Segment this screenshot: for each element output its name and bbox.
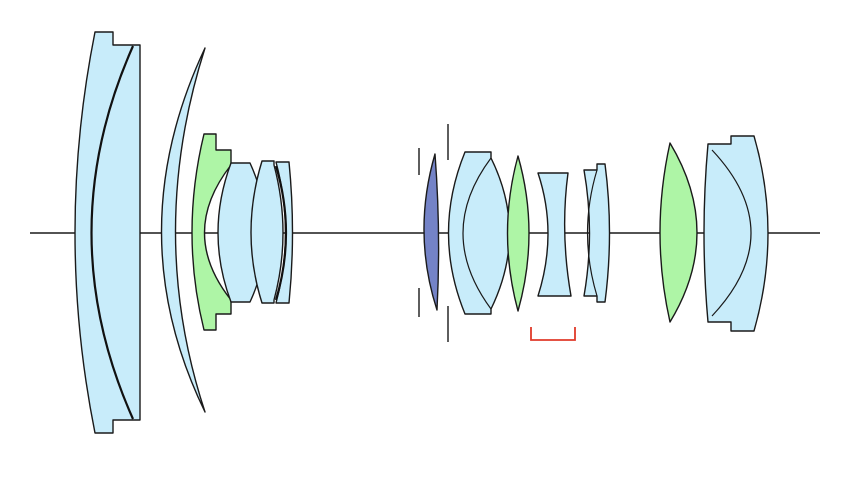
front-cement-curve <box>90 45 135 420</box>
focus-group-marker <box>530 327 576 341</box>
green-ed-lens-1 <box>191 133 232 331</box>
green-ed-lens-2 <box>506 155 530 312</box>
second-meniscus-lens <box>160 47 206 413</box>
rear-lens <box>703 135 769 332</box>
green-ed-lens-3 <box>659 142 698 323</box>
rear-lens-inner-curve <box>711 149 752 317</box>
doublet-cement-line <box>274 165 288 301</box>
middle-meniscus-inner-curve <box>462 157 492 310</box>
doublet-lens-a <box>250 160 284 304</box>
biconcave-lens <box>537 172 572 297</box>
blue-special-lens <box>423 153 440 311</box>
front-meniscus-lens <box>74 31 141 434</box>
thin-meniscus-inner-curve <box>586 169 598 297</box>
middle-meniscus-lens <box>447 151 511 315</box>
